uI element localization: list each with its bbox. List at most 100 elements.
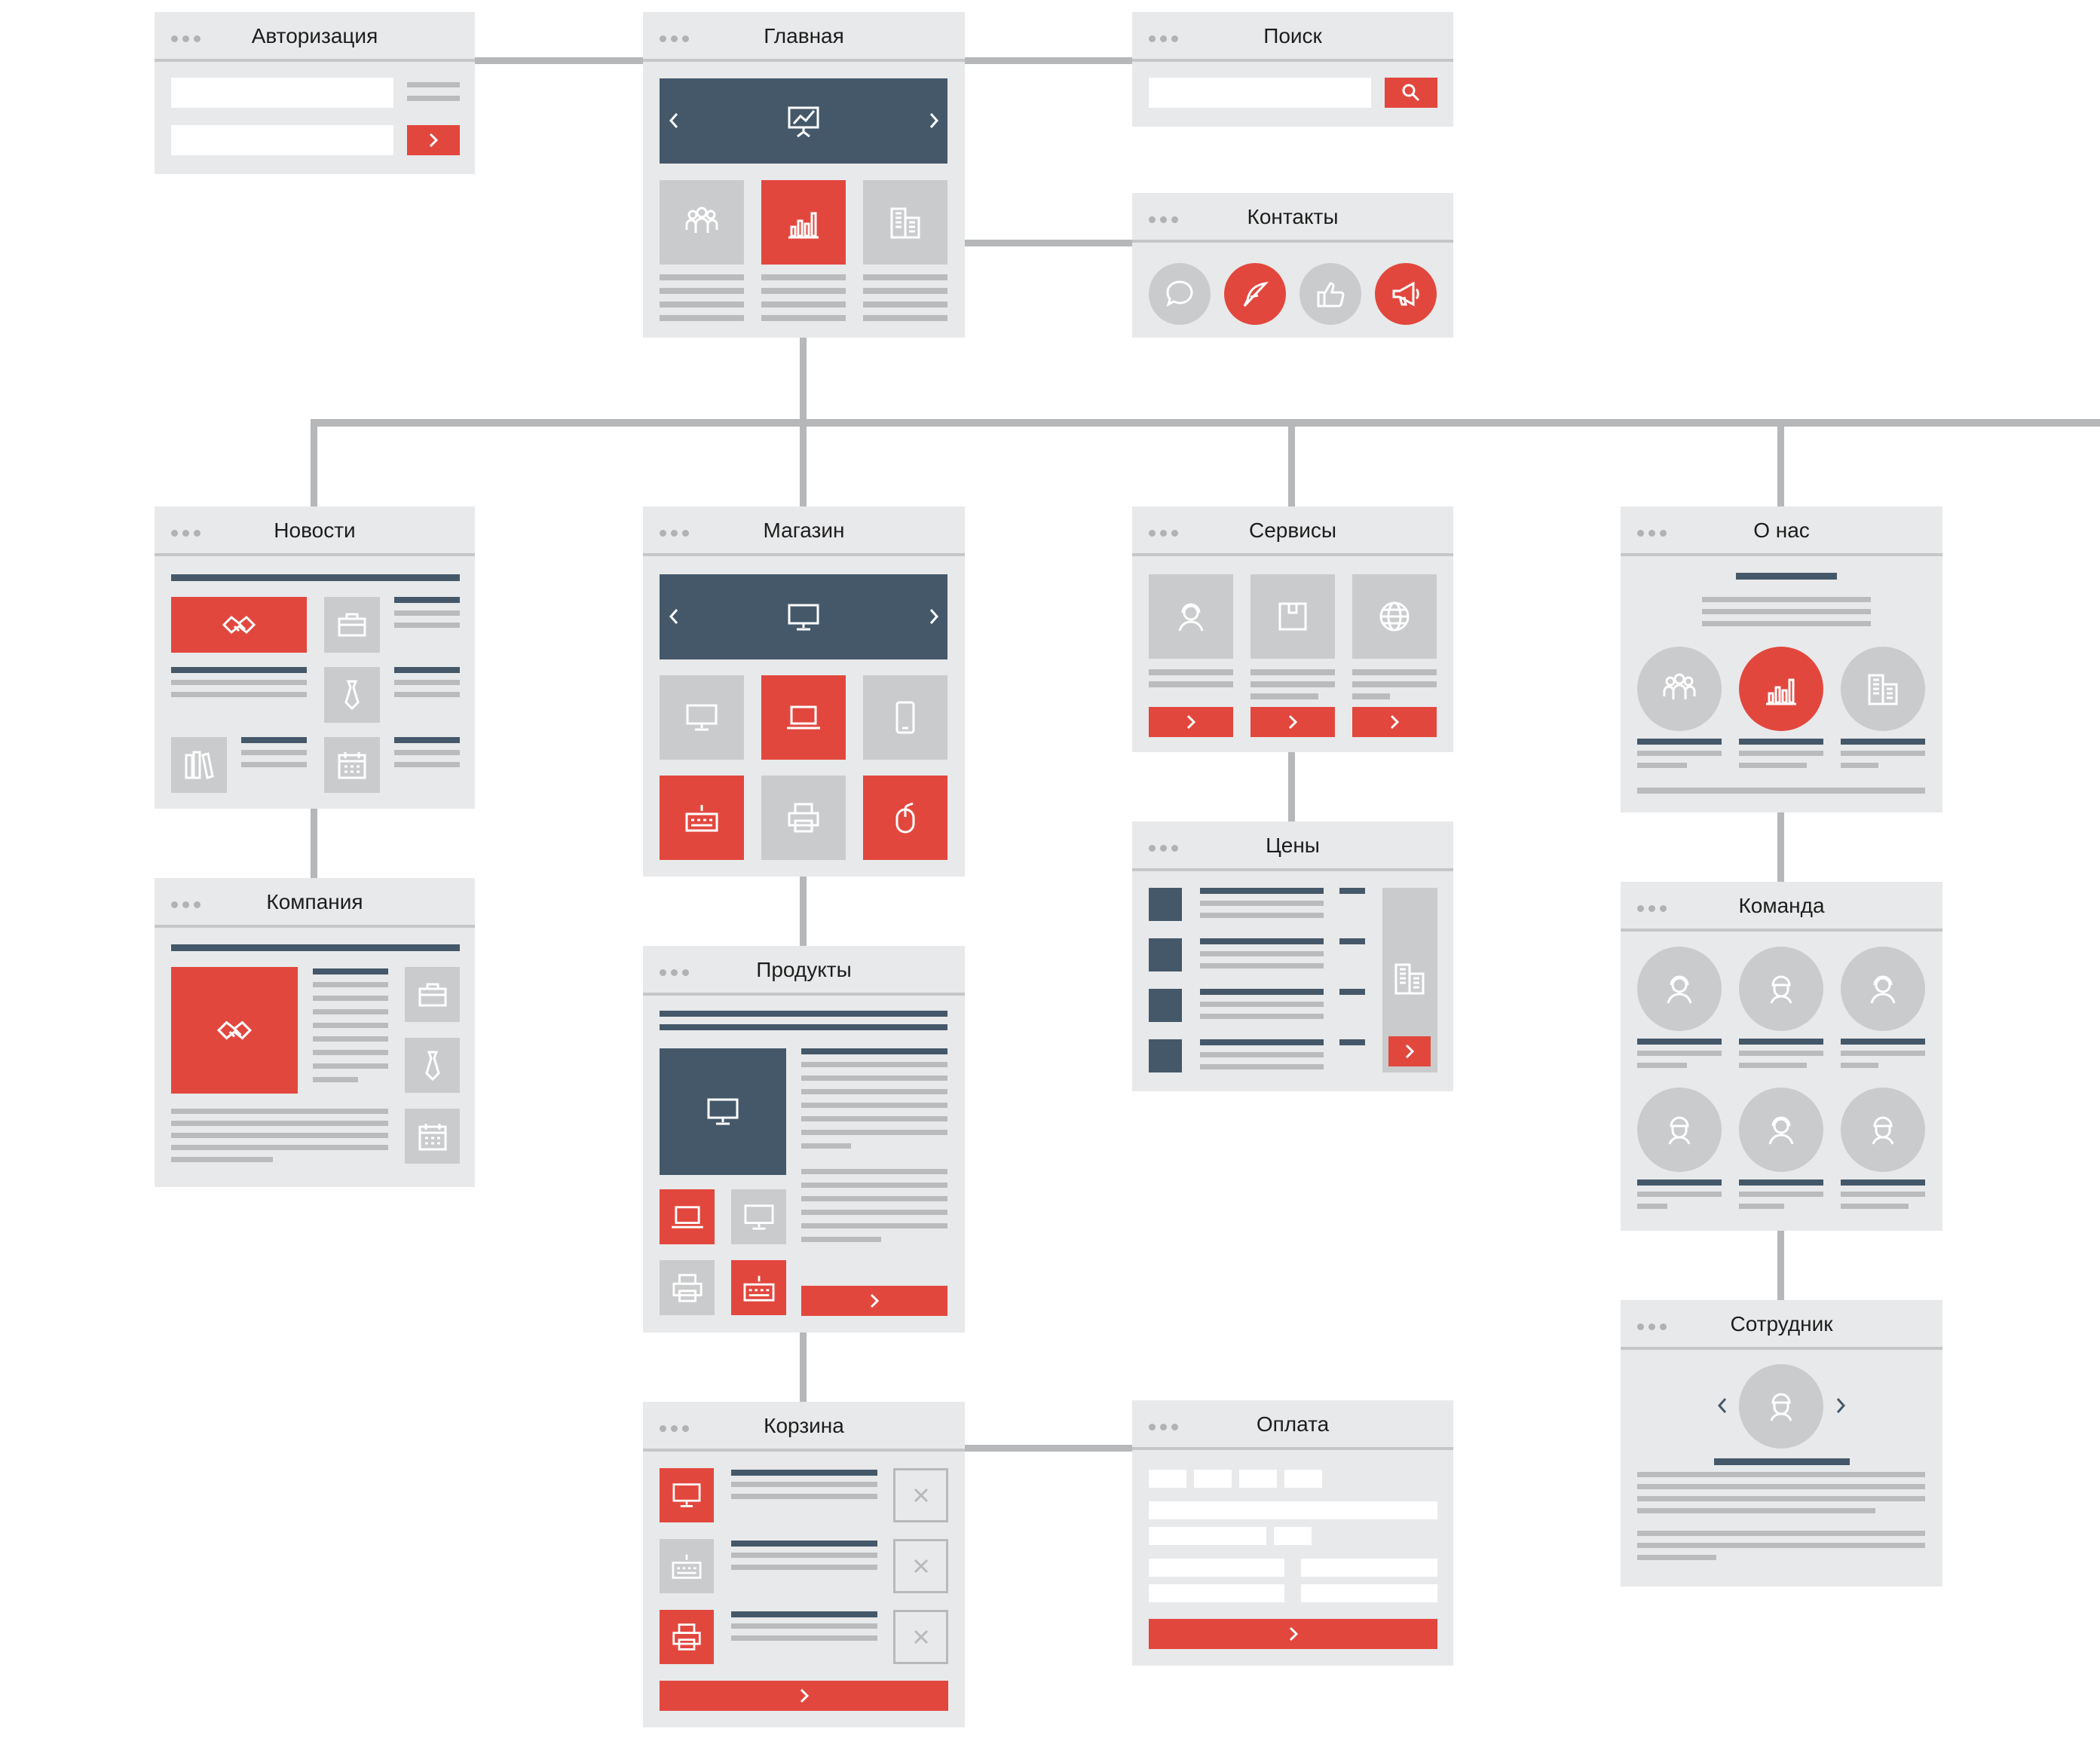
about-caption-text	[1637, 751, 1722, 756]
price-order-button[interactable]	[1388, 1036, 1431, 1066]
news-item-title-line	[394, 667, 460, 673]
pay-button[interactable]	[1149, 1619, 1437, 1649]
chevron-left-icon[interactable]	[666, 109, 682, 133]
tile-text-line	[863, 274, 947, 280]
news-thumb-books[interactable]	[171, 737, 227, 793]
team-member-avatar[interactable]	[1841, 1088, 1925, 1172]
product-thumb-laptop[interactable]	[660, 1189, 715, 1244]
product-thumb-keyboard[interactable]	[731, 1260, 786, 1315]
team-member-avatar[interactable]	[1739, 1088, 1823, 1172]
product-thumb-printer[interactable]	[660, 1260, 715, 1315]
team-member-avatar[interactable]	[1637, 1088, 1722, 1172]
team-member-avatar[interactable]	[1739, 947, 1823, 1031]
shop-tile-desktop[interactable]	[660, 675, 744, 760]
service-tile-global[interactable]	[1352, 574, 1437, 659]
team-member-avatar[interactable]	[1637, 947, 1722, 1031]
cart-item-thumb	[660, 1610, 714, 1664]
price-row-bullet	[1149, 888, 1182, 921]
chevron-right-icon[interactable]	[926, 604, 942, 629]
tile-team[interactable]	[660, 180, 744, 265]
shop-tile-laptop[interactable]	[761, 675, 846, 760]
search-input[interactable]	[1149, 78, 1371, 108]
shop-tile-keyboard[interactable]	[660, 776, 744, 860]
remove-item-button[interactable]	[893, 1610, 948, 1664]
product-desc-line	[801, 1062, 947, 1067]
card-news: Новости	[155, 506, 475, 809]
password-field[interactable]	[171, 125, 393, 155]
news-thumb-calendar[interactable]	[324, 737, 380, 793]
city-field[interactable]	[1301, 1559, 1437, 1577]
cart-item-text	[731, 1623, 877, 1629]
service-more-button[interactable]	[1251, 707, 1335, 737]
contact-like-button[interactable]	[1299, 263, 1361, 325]
company-thumb-calendar[interactable]	[405, 1109, 460, 1164]
connector-auth-main	[475, 57, 644, 64]
shop-tile-mouse[interactable]	[863, 776, 947, 860]
hero-slider[interactable]	[660, 78, 947, 164]
contact-announce-button[interactable]	[1375, 263, 1437, 325]
checkout-button[interactable]	[660, 1681, 948, 1711]
service-more-button[interactable]	[1352, 707, 1437, 737]
price-row-value	[1339, 989, 1365, 995]
card-title: Главная	[764, 24, 844, 47]
news-item-text-line	[394, 623, 460, 628]
card-number-block[interactable]	[1194, 1470, 1232, 1488]
employee-bio-line	[1637, 1484, 1925, 1489]
contact-write-button[interactable]	[1224, 263, 1286, 325]
team-member-avatar[interactable]	[1841, 947, 1925, 1031]
tile-company[interactable]	[863, 180, 947, 265]
news-thumb-briefcase[interactable]	[324, 597, 380, 653]
zip-field[interactable]	[1149, 1584, 1284, 1602]
company-main-image[interactable]	[171, 967, 298, 1094]
cardholder-field[interactable]	[1149, 1501, 1437, 1519]
card-number-block[interactable]	[1284, 1470, 1322, 1488]
tile-stats[interactable]	[761, 180, 846, 265]
address-field[interactable]	[1149, 1559, 1284, 1577]
company-thumb-briefcase[interactable]	[405, 967, 460, 1022]
card-header: Контакты	[1132, 193, 1453, 243]
contact-chat-button[interactable]	[1149, 263, 1211, 325]
card-header: Команда	[1621, 882, 1942, 932]
login-field[interactable]	[171, 78, 393, 108]
chevron-left-icon[interactable]	[666, 604, 682, 629]
monitor-icon	[671, 1482, 703, 1509]
news-item-text-line	[394, 680, 460, 685]
window-dots	[1637, 902, 1671, 916]
card-number-block[interactable]	[1239, 1470, 1277, 1488]
cart-item-text	[731, 1565, 877, 1570]
about-company-circle[interactable]	[1841, 647, 1925, 731]
service-more-button[interactable]	[1149, 707, 1233, 737]
team-role-line	[1637, 1204, 1667, 1209]
shop-tile-tablet[interactable]	[863, 675, 947, 760]
card-number-block[interactable]	[1149, 1470, 1186, 1488]
remove-item-button[interactable]	[893, 1468, 948, 1522]
laptop-icon	[670, 1204, 705, 1230]
chevron-right-icon[interactable]	[1832, 1394, 1849, 1418]
about-team-circle[interactable]	[1637, 647, 1722, 731]
cvv-field[interactable]	[1274, 1527, 1312, 1545]
service-tile-delivery[interactable]	[1251, 574, 1335, 659]
add-to-cart-button[interactable]	[801, 1286, 947, 1316]
card-header: Корзина	[643, 1402, 965, 1452]
price-row-text	[1200, 913, 1324, 918]
search-button[interactable]	[1385, 78, 1437, 108]
shop-tile-printer[interactable]	[761, 776, 846, 860]
service-tile-support[interactable]	[1149, 574, 1233, 659]
company-thumb-tie[interactable]	[405, 1038, 460, 1093]
news-thumb-tie[interactable]	[324, 667, 380, 723]
cart-item-title	[731, 1611, 877, 1617]
team-name-line	[1637, 1039, 1722, 1045]
news-featured-image[interactable]	[171, 597, 307, 653]
expiry-field[interactable]	[1149, 1527, 1266, 1545]
product-main-image[interactable]	[660, 1048, 786, 1175]
bar-chart-icon	[785, 204, 822, 240]
about-stats-circle[interactable]	[1739, 647, 1823, 731]
product-thumb-desktop[interactable]	[731, 1189, 786, 1244]
phone-field[interactable]	[1301, 1584, 1437, 1602]
chevron-left-icon[interactable]	[1714, 1394, 1731, 1418]
login-submit-button[interactable]	[407, 125, 460, 155]
chevron-right-icon[interactable]	[926, 109, 942, 133]
remove-item-button[interactable]	[893, 1539, 948, 1593]
window-dots	[1149, 527, 1183, 540]
shop-slider[interactable]	[660, 574, 947, 659]
